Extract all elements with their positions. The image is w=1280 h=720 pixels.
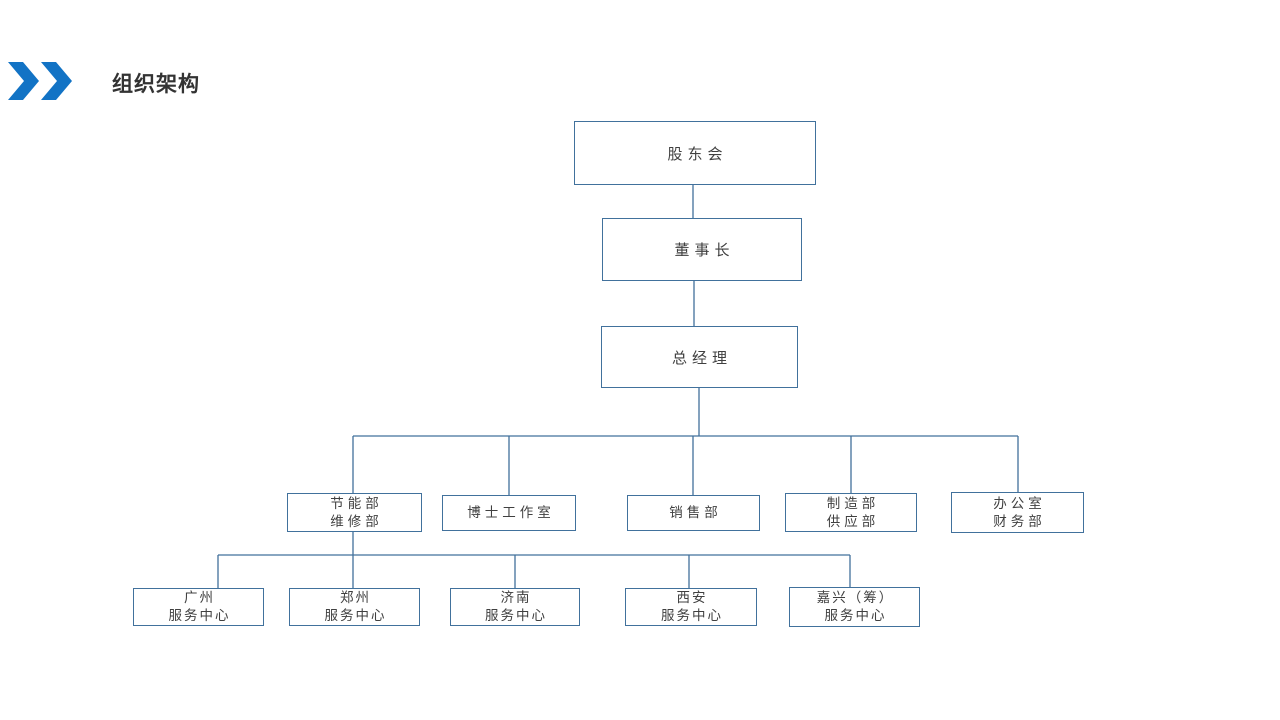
org-node-label: 股东会 — [667, 145, 728, 163]
org-node-label: 制造部 — [826, 495, 880, 511]
org-node-shareholders: 股东会 — [574, 121, 816, 185]
org-node-label: 董事长 — [674, 242, 735, 259]
org-node-chairman: 董事长 — [602, 218, 802, 281]
org-node-label: 销售部 — [669, 505, 722, 520]
org-node-jiaxing-service-center: 嘉兴（筹） 服务中心 — [789, 587, 920, 627]
slide-header: 组织架构 — [0, 0, 1280, 110]
org-node-label: 西安 — [676, 590, 708, 605]
org-node-label: 服务中心 — [661, 608, 723, 623]
org-node-guangzhou-service-center: 广州 服务中心 — [133, 588, 264, 626]
org-node-label: 博士工作室 — [467, 505, 555, 520]
org-node-label: 郑州 — [340, 590, 371, 605]
org-node-phd-studio: 博士工作室 — [442, 495, 576, 531]
org-node-label: 服务中心 — [824, 608, 887, 623]
org-node-energy-maintenance-dept: 节能部 维修部 — [287, 493, 422, 532]
org-node-label: 济南 — [500, 590, 532, 605]
org-node-xian-service-center: 西安 服务中心 — [625, 588, 757, 626]
org-node-sales-dept: 销售部 — [627, 495, 760, 531]
org-node-office-finance-dept: 办公室 财务部 — [951, 492, 1084, 533]
page-title: 组织架构 — [112, 73, 200, 96]
org-node-label: 服务中心 — [168, 608, 231, 623]
org-node-jinan-service-center: 济南 服务中心 — [450, 588, 580, 626]
org-node-label: 总经理 — [671, 349, 732, 367]
org-node-zhengzhou-service-center: 郑州 服务中心 — [289, 588, 420, 626]
org-node-general-manager: 总经理 — [601, 326, 798, 388]
org-node-label: 节能部 — [330, 495, 383, 511]
org-node-manufacturing-supply-dept: 制造部 供应部 — [785, 493, 917, 532]
org-node-label: 维修部 — [330, 513, 383, 529]
org-node-label: 服务中心 — [485, 608, 547, 623]
org-node-label: 办公室 — [993, 495, 1046, 511]
org-node-label: 供应部 — [826, 513, 880, 529]
org-node-label: 服务中心 — [324, 608, 387, 623]
org-node-label: 嘉兴（筹） — [816, 590, 895, 605]
org-node-label: 广州 — [184, 590, 215, 605]
double-chevron-right-icon — [8, 62, 72, 100]
org-node-label: 财务部 — [993, 513, 1046, 529]
